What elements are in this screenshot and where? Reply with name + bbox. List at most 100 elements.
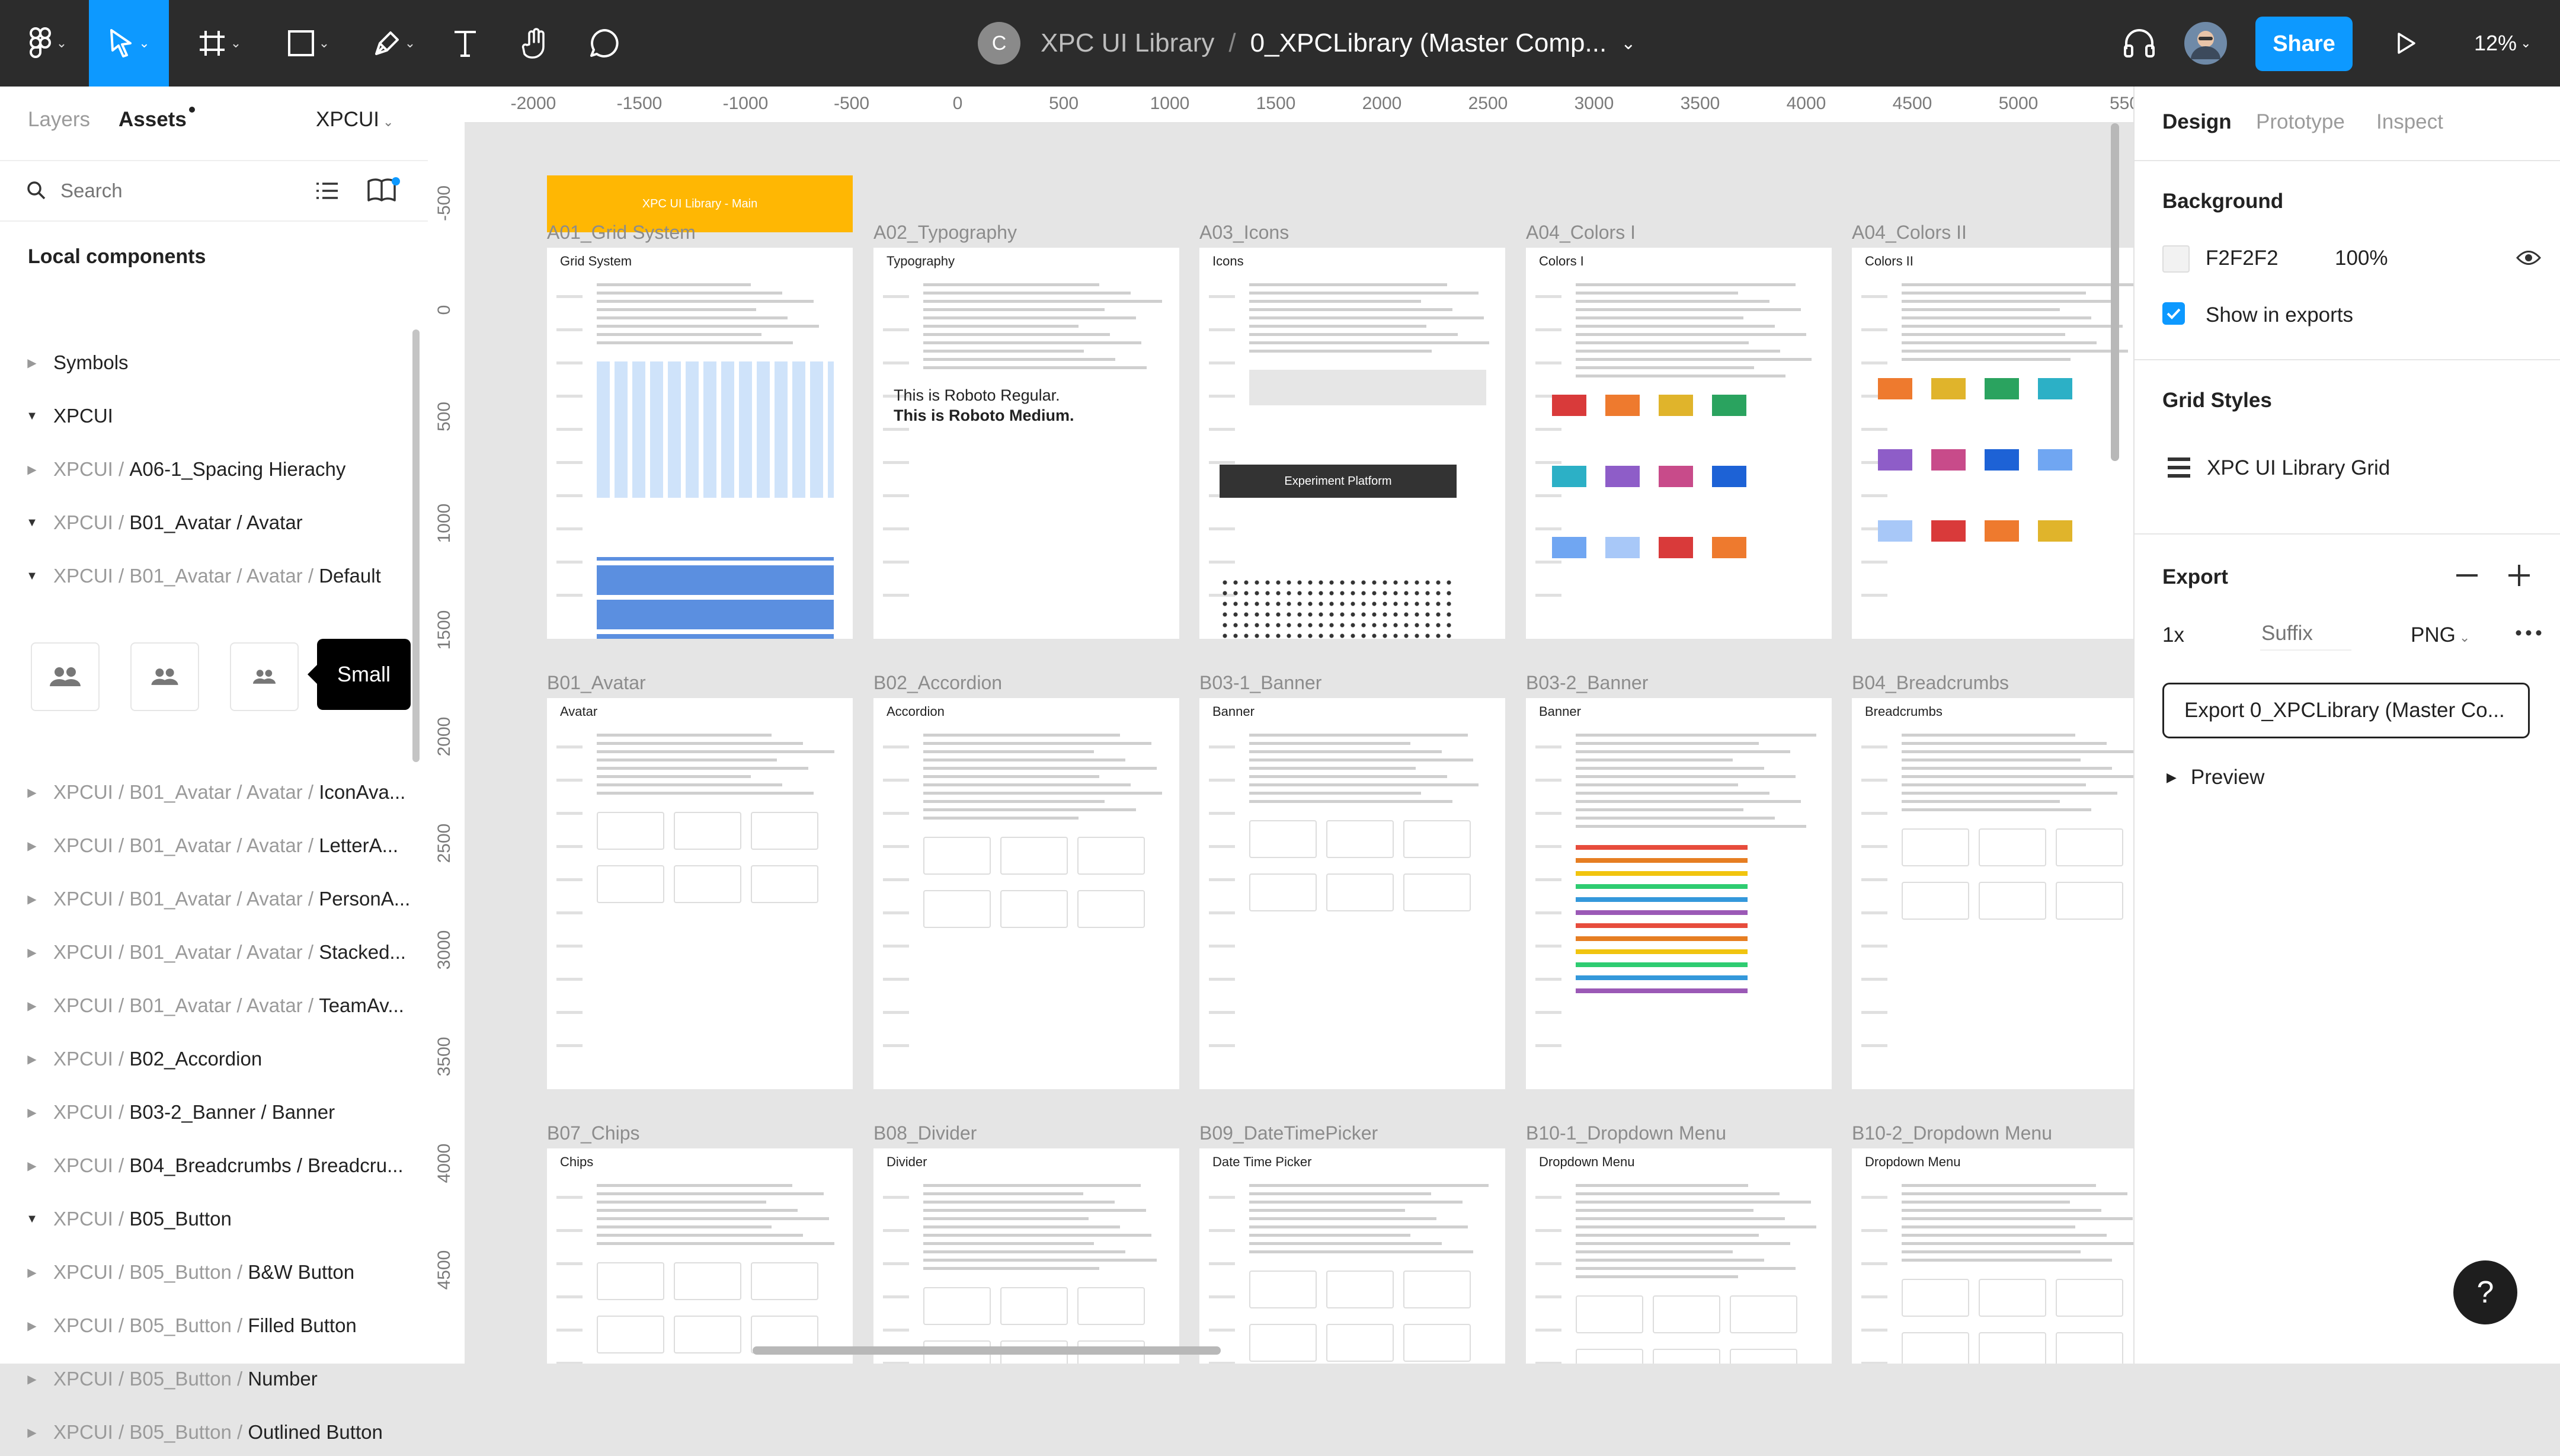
user-avatar[interactable]: [2182, 17, 2229, 70]
caret-down-icon[interactable]: ▼: [26, 1212, 38, 1225]
preview-toggle[interactable]: ▶ Preview: [2167, 766, 2264, 789]
text-tool-button[interactable]: [447, 17, 483, 70]
frame-label[interactable]: A04_Colors I: [1526, 222, 1636, 243]
tree-item[interactable]: ▶XPCUI / B05_Button / Outlined Button: [0, 1409, 415, 1456]
canvas-horizontal-scrollbar[interactable]: [753, 1346, 1221, 1355]
caret-right-icon[interactable]: ▶: [27, 1319, 37, 1333]
caret-right-icon[interactable]: ▶: [27, 786, 37, 799]
caret-down-icon[interactable]: ▼: [26, 569, 38, 583]
frame-label[interactable]: A04_Colors II: [1852, 222, 1967, 243]
artboard-frame[interactable]: Grid System: [547, 248, 853, 639]
caret-right-icon[interactable]: ▶: [27, 1159, 37, 1173]
artboard-frame[interactable]: Accordion: [873, 698, 1179, 1089]
avatar-component-small[interactable]: [230, 642, 299, 711]
export-format-dropdown[interactable]: PNG⌄: [2411, 623, 2470, 647]
artboard-frame[interactable]: Chips: [547, 1148, 853, 1364]
artboard-frame[interactable]: Banner: [1199, 698, 1505, 1089]
tree-item[interactable]: ▶XPCUI / B05_Button / Filled Button: [0, 1302, 415, 1349]
caret-right-icon[interactable]: ▶: [27, 1052, 37, 1066]
export-scale[interactable]: 1x: [2162, 623, 2184, 647]
tree-item[interactable]: ▼XPCUI: [0, 392, 415, 440]
caret-right-icon[interactable]: ▶: [27, 839, 37, 853]
library-selector[interactable]: XPCUI⌄: [316, 108, 393, 132]
tab-inspect[interactable]: Inspect: [2376, 110, 2443, 133]
tree-item[interactable]: ▼XPCUI / B01_Avatar / Avatar: [0, 499, 415, 546]
frame-label[interactable]: B04_Breadcrumbs: [1852, 672, 2009, 693]
tree-item[interactable]: ▶XPCUI / B01_Avatar / Avatar / LetterA..…: [0, 822, 415, 869]
caret-down-icon[interactable]: ▼: [26, 409, 38, 423]
artboard-frame[interactable]: Breadcrumbs: [1852, 698, 2133, 1089]
present-button[interactable]: [2388, 17, 2424, 70]
frame-label[interactable]: B07_Chips: [547, 1122, 640, 1144]
tab-assets[interactable]: Assets: [119, 107, 195, 132]
tree-item[interactable]: ▶XPCUI / B01_Avatar / Avatar / TeamAv...: [0, 982, 415, 1029]
remove-export-button[interactable]: [2452, 561, 2482, 590]
list-view-icon[interactable]: [314, 179, 339, 203]
export-suffix-input[interactable]: [2260, 617, 2351, 651]
artboard-frame[interactable]: Banner: [1526, 698, 1832, 1089]
eye-icon[interactable]: [2516, 249, 2541, 267]
file-title[interactable]: C XPC UI Library / 0_XPCLibrary (Master …: [978, 0, 1636, 87]
avatar-component-large[interactable]: [31, 642, 100, 711]
tree-item[interactable]: ▶XPCUI / B04_Breadcrumbs / Breadcru...: [0, 1142, 415, 1189]
frame-label[interactable]: B02_Accordion: [873, 672, 1003, 693]
tree-item[interactable]: ▶XPCUI / B01_Avatar / Avatar / PersonA..…: [0, 875, 415, 923]
file-name[interactable]: 0_XPCLibrary (Master Comp...: [1250, 28, 1607, 57]
tree-item[interactable]: ▶XPCUI / B05_Button / Number: [0, 1355, 415, 1403]
comment-tool-button[interactable]: [584, 17, 625, 70]
tree-item[interactable]: ▶XPCUI / A06-1_Spacing Hierachy: [0, 446, 415, 493]
artboard-frame[interactable]: Colors I: [1526, 248, 1832, 639]
tree-item[interactable]: ▼XPCUI / B01_Avatar / Avatar / Default: [0, 552, 415, 600]
caret-right-icon[interactable]: ▶: [27, 356, 37, 370]
export-settings-button[interactable]: [2514, 620, 2543, 646]
help-button[interactable]: ?: [2453, 1260, 2517, 1324]
tree-item[interactable]: ▶XPCUI / B05_Button / B&W Button: [0, 1249, 415, 1296]
caret-right-icon[interactable]: ▶: [27, 1106, 37, 1119]
audio-button[interactable]: [2119, 17, 2160, 70]
caret-right-icon[interactable]: ▶: [27, 463, 37, 476]
tree-item[interactable]: ▶XPCUI / B03-2_Banner / Banner: [0, 1089, 415, 1136]
frame-label[interactable]: B10-1_Dropdown Menu: [1526, 1122, 1726, 1144]
tree-item[interactable]: ▶XPCUI / B01_Avatar / Avatar / IconAva..…: [0, 769, 415, 816]
zoom-dropdown[interactable]: 12% ⌄: [2474, 0, 2532, 87]
tree-item[interactable]: ▶XPCUI / B02_Accordion: [0, 1035, 415, 1083]
tab-prototype[interactable]: Prototype: [2256, 110, 2345, 133]
artboard-frame[interactable]: Dropdown Menu: [1526, 1148, 1832, 1364]
caret-right-icon[interactable]: ▶: [27, 1266, 37, 1279]
frame-label[interactable]: B03-1_Banner: [1199, 672, 1322, 693]
frame-label[interactable]: B08_Divider: [873, 1122, 977, 1144]
share-button[interactable]: Share: [2255, 17, 2353, 71]
hand-tool-button[interactable]: [516, 17, 557, 70]
background-swatch[interactable]: [2162, 245, 2190, 273]
artboard-frame[interactable]: Dropdown Menu: [1852, 1148, 2133, 1364]
frame-label[interactable]: A03_Icons: [1199, 222, 1289, 243]
caret-right-icon[interactable]: ▶: [27, 1426, 37, 1439]
avatar-component-medium[interactable]: [130, 642, 199, 711]
chevron-down-icon[interactable]: ⌄: [1621, 33, 1636, 53]
frame-label[interactable]: B01_Avatar: [547, 672, 646, 693]
caret-right-icon[interactable]: ▶: [27, 1372, 37, 1386]
grid-style-name[interactable]: XPC UI Library Grid: [2207, 456, 2391, 479]
search-input[interactable]: [59, 175, 275, 206]
frame-label[interactable]: A01_Grid System: [547, 222, 696, 243]
frame-label[interactable]: B09_DateTimePicker: [1199, 1122, 1378, 1144]
artboard-frame[interactable]: Divider: [873, 1148, 1179, 1364]
canvas-vertical-scrollbar[interactable]: [2111, 123, 2119, 461]
add-export-button[interactable]: [2504, 561, 2534, 590]
caret-right-icon[interactable]: ▶: [27, 999, 37, 1013]
show-in-exports-checkbox[interactable]: [2162, 302, 2185, 325]
caret-right-icon[interactable]: ▶: [27, 892, 37, 906]
artboard-frame[interactable]: Avatar: [547, 698, 853, 1089]
frame-label[interactable]: A02_Typography: [873, 222, 1017, 243]
export-button[interactable]: Export 0_XPCLibrary (Master Co...: [2162, 683, 2530, 738]
frame-tool-button[interactable]: ⌄: [190, 17, 249, 70]
main-banner-frame[interactable]: XPC UI Library - Main: [547, 175, 853, 232]
shape-tool-button[interactable]: ⌄: [279, 17, 338, 70]
tab-layers[interactable]: Layers: [28, 108, 91, 131]
background-hex[interactable]: F2F2F2: [2206, 247, 2279, 270]
artboard-frame[interactable]: Date Time Picker: [1199, 1148, 1505, 1364]
caret-down-icon[interactable]: ▼: [26, 516, 38, 529]
